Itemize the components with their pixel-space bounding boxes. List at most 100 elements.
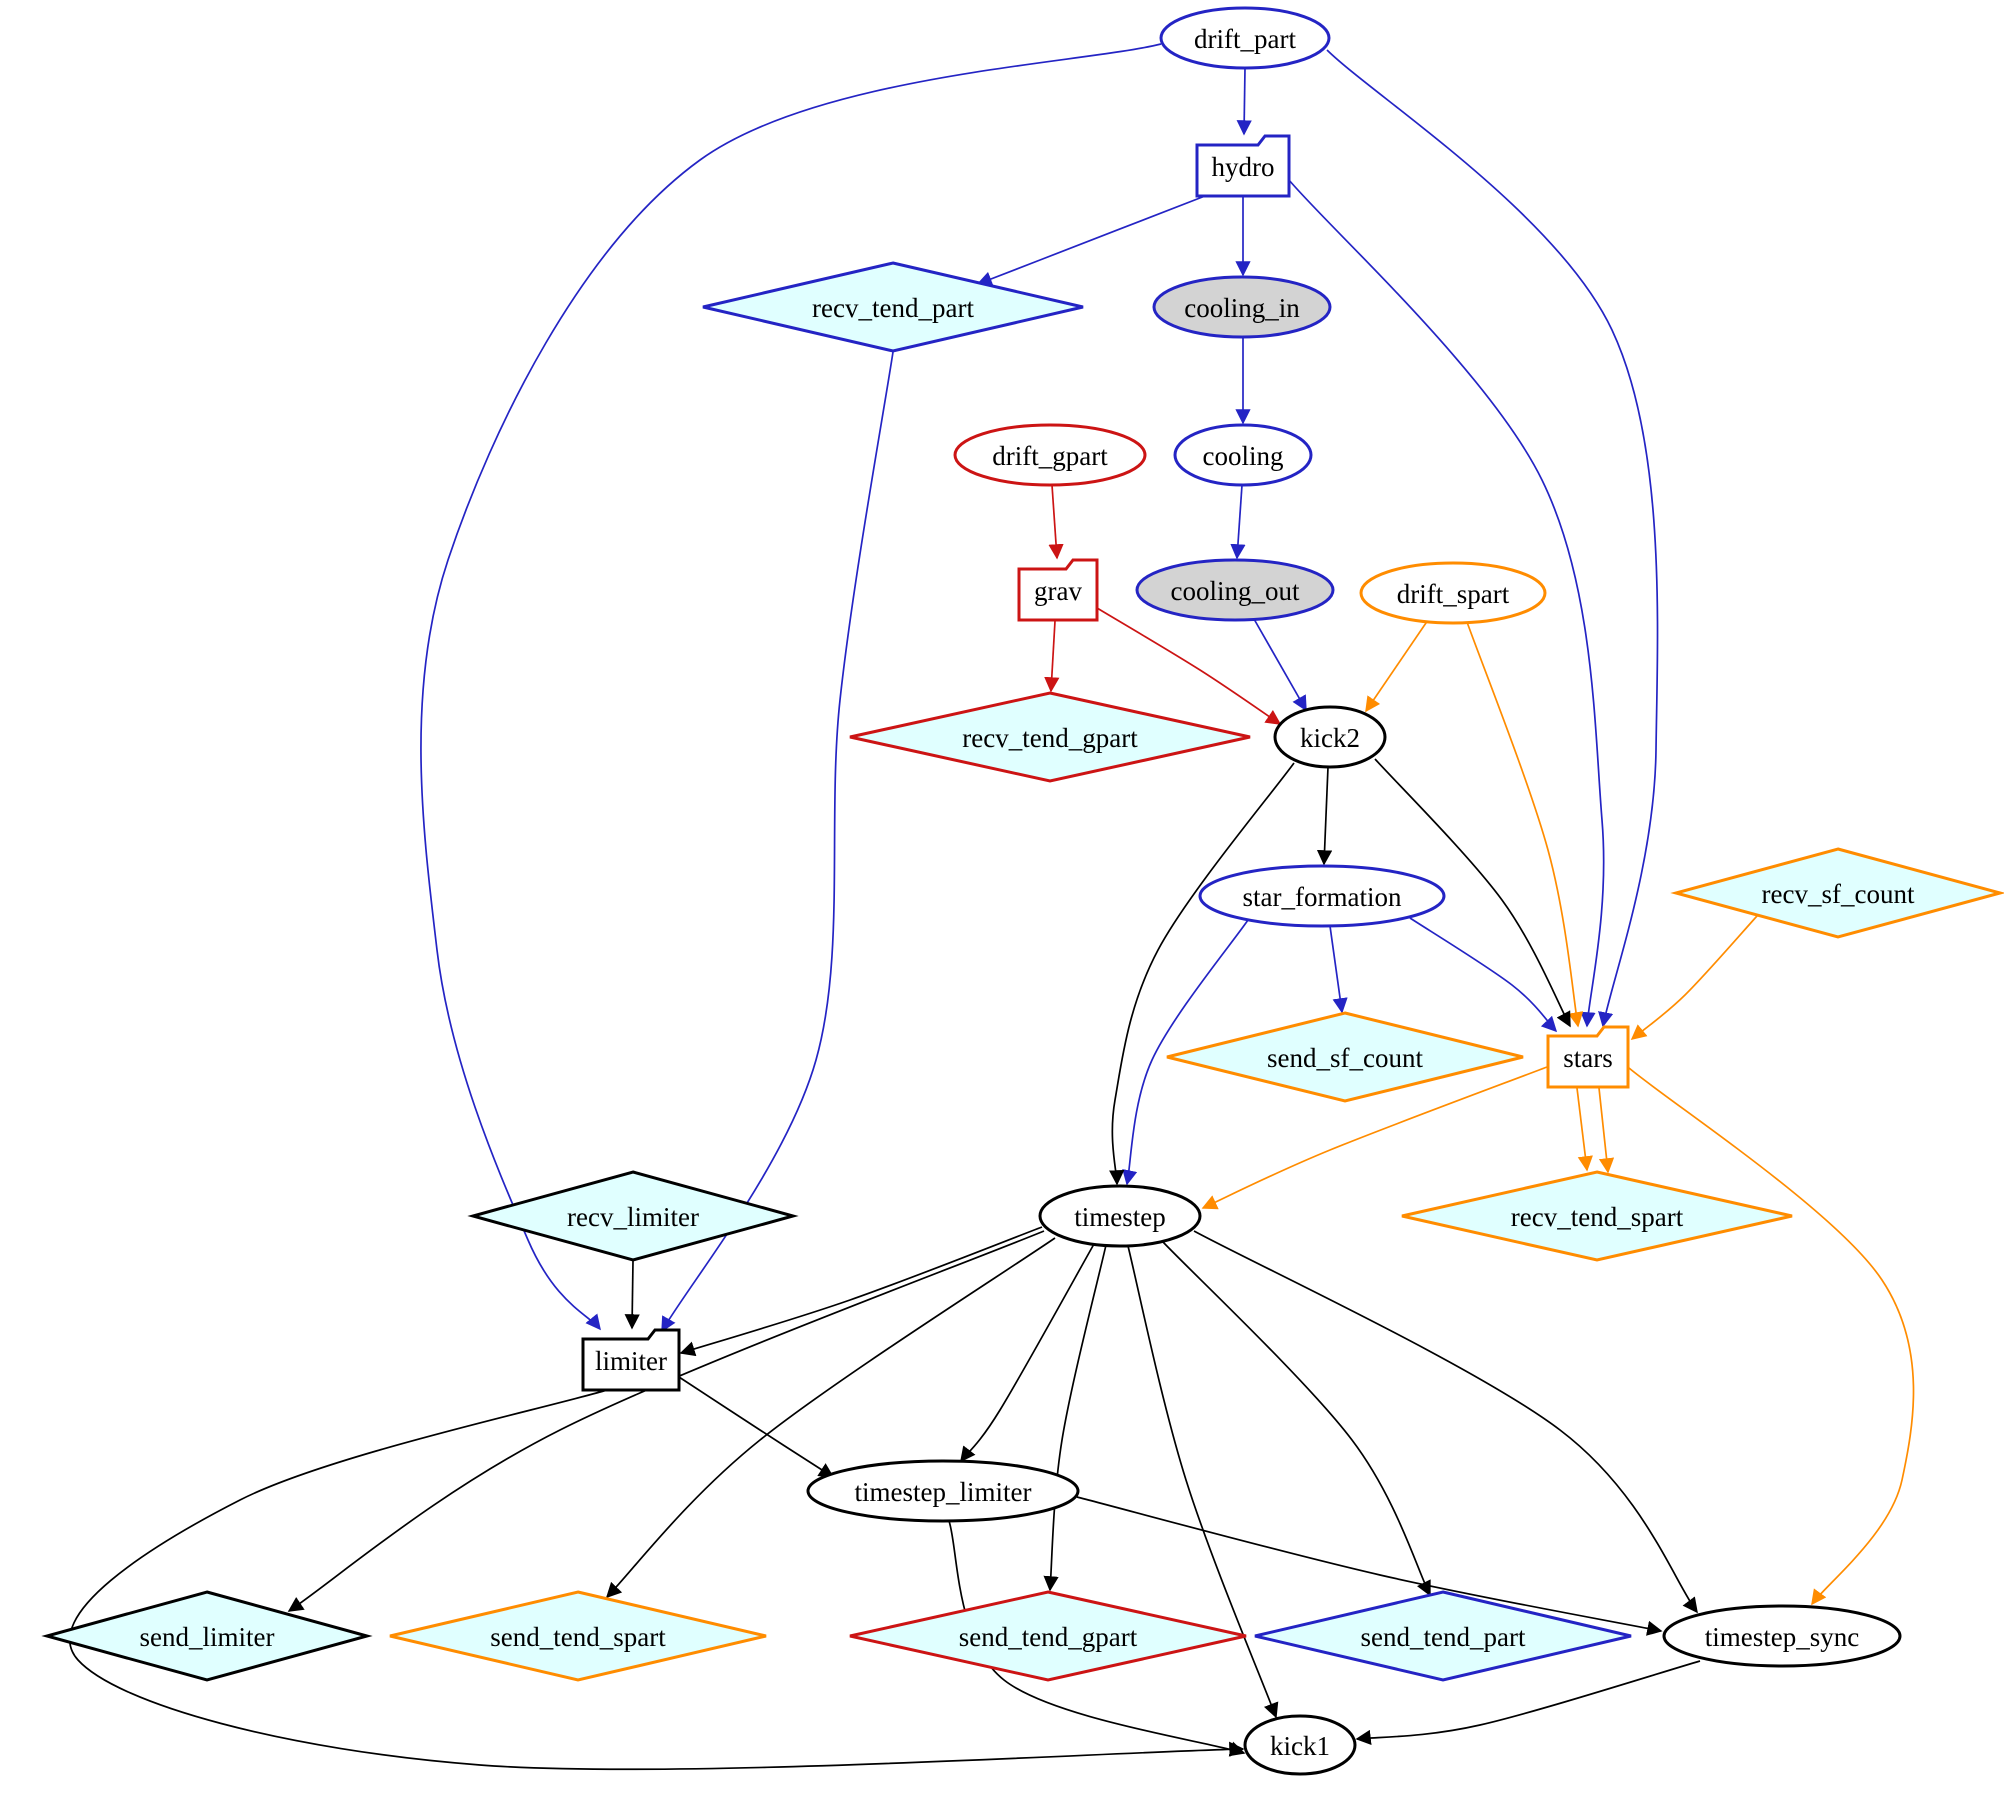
node-label-kick1: kick1: [1270, 1731, 1330, 1761]
node-drift_gpart: drift_gpart: [953, 423, 1147, 487]
node-cooling_in: cooling_in: [1152, 275, 1332, 339]
edge-timestep-to-send_tend_gpart: [1043, 1244, 1107, 1592]
node-label-send_tend_gpart: send_tend_gpart: [959, 1622, 1138, 1652]
node-label-recv_sf_count: recv_sf_count: [1762, 879, 1915, 909]
node-label-send_tend_spart: send_tend_spart: [490, 1622, 666, 1652]
node-label-recv_limiter: recv_limiter: [567, 1202, 699, 1232]
edge-kick2-to-star_formation: [1316, 766, 1333, 866]
node-send_tend_part: send_tend_part: [1254, 1590, 1632, 1682]
edge-timestep-to-limiter: [679, 1226, 1043, 1357]
timestep-ellipse-shape: [1038, 1184, 1202, 1248]
send_tend_gpart-diamond-shape: [849, 1590, 1247, 1682]
node-label-recv_tend_gpart: recv_tend_gpart: [962, 723, 1138, 753]
node-send_limiter: send_limiter: [41, 1590, 373, 1682]
edge-timestep_limiter-to-timestep_sync: [1076, 1496, 1663, 1636]
edge-stars-to-recv_tend_spart: [1598, 1087, 1615, 1174]
node-recv_sf_count: recv_sf_count: [1670, 847, 2004, 939]
timestep_sync-ellipse-shape: [1662, 1604, 1902, 1668]
edge-stars-to-timestep: [1201, 1066, 1548, 1210]
cooling_out-ellipse-shape: [1135, 558, 1335, 622]
edge-drift_gpart-to-grav: [1048, 484, 1064, 560]
node-label-send_limiter: send_limiter: [140, 1622, 275, 1652]
node-timestep: timestep: [1038, 1184, 1202, 1248]
edge-timestep_limiter-to-kick1: [948, 1520, 1246, 1757]
limiter-folder-shape: [581, 1328, 681, 1392]
edge-drift_part-to-hydro: [1236, 67, 1252, 136]
edge-timestep-to-send_tend_part: [1162, 1241, 1431, 1597]
edge-drift_part-to-stars: [1326, 49, 1659, 1028]
edge-recv_sf_count-to-stars: [1630, 915, 1758, 1040]
node-recv_limiter: recv_limiter: [467, 1170, 799, 1262]
node-label-kick2: kick2: [1300, 723, 1360, 753]
kick1-ellipse-shape: [1243, 1714, 1357, 1776]
node-cooling_out: cooling_out: [1135, 558, 1335, 622]
node-grav: grav: [1017, 558, 1099, 622]
node-label-limiter: limiter: [595, 1346, 667, 1376]
recv_tend_spart-diamond-shape: [1401, 1170, 1793, 1262]
star_formation-ellipse-shape: [1198, 864, 1446, 928]
recv_tend_part-diamond-shape: [702, 261, 1084, 353]
node-drift_part: drift_part: [1159, 6, 1331, 70]
node-label-recv_tend_part: recv_tend_part: [812, 293, 974, 323]
node-kick1: kick1: [1243, 1714, 1357, 1776]
edge-hydro-to-stars: [1288, 179, 1605, 1028]
node-stars: stars: [1546, 1025, 1630, 1089]
node-label-timestep: timestep: [1074, 1202, 1165, 1232]
node-label-timestep_sync: timestep_sync: [1705, 1622, 1859, 1652]
node-hydro: hydro: [1195, 134, 1291, 198]
node-label-drift_part: drift_part: [1194, 24, 1296, 54]
node-drift_spart: drift_spart: [1359, 561, 1547, 625]
node-label-drift_gpart: drift_gpart: [992, 441, 1108, 471]
node-label-send_tend_part: send_tend_part: [1361, 1622, 1526, 1652]
edge-timestep_sync-to-kick1: [1355, 1660, 1701, 1746]
edge-grav-to-kick2: [1096, 607, 1282, 725]
node-label-send_sf_count: send_sf_count: [1267, 1043, 1423, 1073]
node-label-stars: stars: [1563, 1043, 1613, 1073]
edge-drift_part-to-limiter: [420, 43, 1162, 1331]
node-send_tend_gpart: send_tend_gpart: [849, 1590, 1247, 1682]
node-timestep_sync: timestep_sync: [1662, 1604, 1902, 1668]
send_limiter-diamond-shape: [41, 1590, 373, 1682]
node-kick2: kick2: [1273, 705, 1387, 769]
node-label-grav: grav: [1034, 576, 1082, 606]
drift_spart-ellipse-shape: [1359, 561, 1547, 625]
send_tend_part-diamond-shape: [1254, 1590, 1632, 1682]
edge-drift_spart-to-kick2: [1365, 619, 1429, 713]
edge-star_formation-to-send_sf_count: [1329, 925, 1348, 1014]
edge-kick2-to-timestep: [1109, 762, 1295, 1186]
recv_sf_count-diamond-shape: [1670, 847, 2004, 939]
edge-hydro-to-recv_tend_part: [976, 195, 1206, 287]
edge-grav-to-recv_tend_gpart: [1044, 620, 1060, 693]
node-label-star_formation: star_formation: [1243, 882, 1402, 912]
drift_gpart-ellipse-shape: [953, 423, 1147, 487]
node-recv_tend_gpart: recv_tend_gpart: [849, 691, 1251, 783]
node-send_sf_count: send_sf_count: [1166, 1011, 1524, 1103]
timestep_limiter-ellipse-shape: [806, 1459, 1080, 1523]
node-limiter: limiter: [581, 1328, 681, 1392]
edge-recv_limiter-to-limiter: [624, 1260, 640, 1330]
node-label-cooling: cooling: [1203, 441, 1284, 471]
edge-cooling-to-cooling_out: [1230, 484, 1246, 560]
node-label-timestep_limiter: timestep_limiter: [855, 1477, 1032, 1507]
send_tend_spart-diamond-shape: [389, 1590, 767, 1682]
edge-star_formation-to-timestep: [1122, 919, 1249, 1186]
grav-folder-shape: [1017, 558, 1099, 622]
edge-drift_spart-to-stars: [1466, 621, 1584, 1028]
node-label-cooling_out: cooling_out: [1171, 576, 1300, 606]
edge-star_formation-to-stars: [1409, 917, 1558, 1033]
edge-recv_tend_part-to-limiter: [661, 351, 894, 1333]
cooling_in-ellipse-shape: [1152, 275, 1332, 339]
edge-stars-to-recv_tend_spart: [1576, 1087, 1593, 1172]
recv_limiter-diamond-shape: [467, 1170, 799, 1262]
edge-timestep-to-kick1: [1127, 1245, 1279, 1719]
cooling-ellipse-shape: [1173, 423, 1313, 487]
edge-stars-to-timestep_sync: [1628, 1067, 1915, 1606]
stars-folder-shape: [1546, 1025, 1630, 1089]
edge-timestep-to-timestep_sync: [1193, 1230, 1698, 1614]
node-label-hydro: hydro: [1212, 152, 1275, 182]
edge-limiter-to-kick1: [69, 1389, 1245, 1771]
node-label-drift_spart: drift_spart: [1397, 579, 1510, 609]
send_sf_count-diamond-shape: [1166, 1011, 1524, 1103]
